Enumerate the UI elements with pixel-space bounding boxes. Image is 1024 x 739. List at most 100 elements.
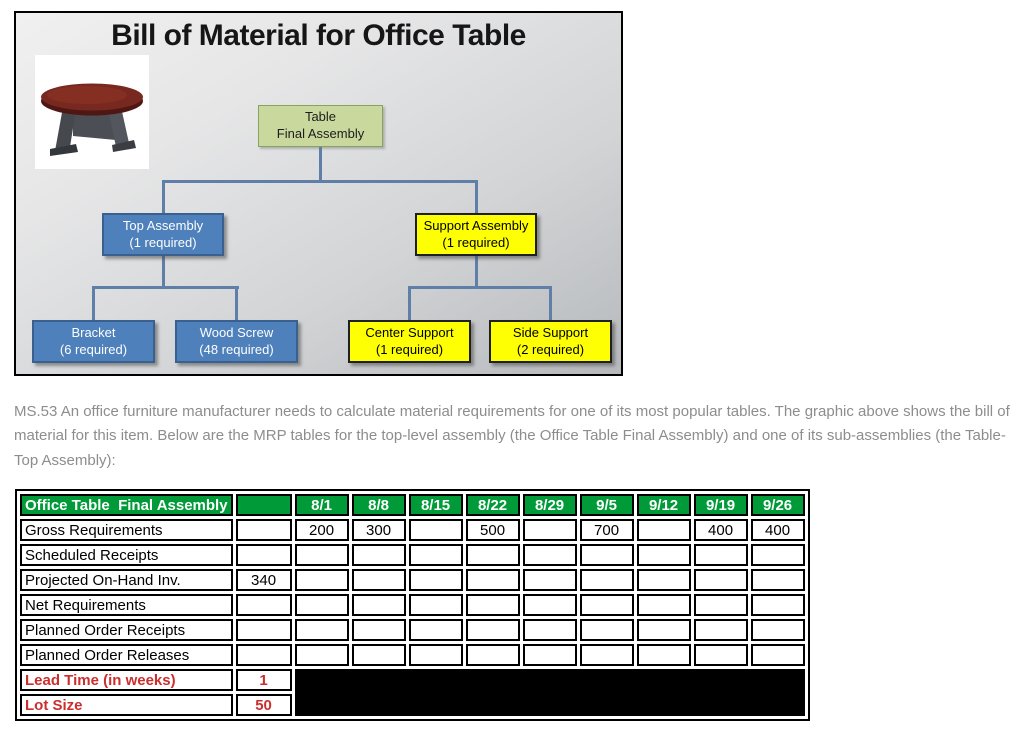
node-bracket: Bracket (6 required)	[32, 320, 155, 363]
node-label-line2: (48 required)	[199, 341, 274, 357]
period-cell-9/5	[579, 594, 634, 616]
period-cell-9/26	[750, 544, 805, 566]
connector-center-support-drop	[408, 286, 411, 320]
parameter-value: 1	[235, 669, 292, 691]
period-cell-8/1	[294, 644, 349, 666]
row-label: Planned Order Releases	[20, 644, 233, 666]
mrp-row: Net Requirements	[20, 594, 805, 616]
node-label-line1: Support Assembly	[423, 217, 529, 233]
office-table-image	[35, 55, 149, 169]
row-label: Projected On-Hand Inv.	[20, 569, 233, 591]
bom-diagram: Bill of Material for Office Table Table …	[14, 11, 623, 376]
node-support-assembly: Support Assembly (1 required)	[415, 213, 537, 256]
column-header-9/5: 9/5	[579, 494, 634, 516]
period-cell-9/19	[693, 569, 748, 591]
period-cell-9/19	[693, 544, 748, 566]
problem-statement: MS.53 An office furniture manufacturer n…	[14, 403, 1010, 469]
period-cell-8/8	[351, 644, 406, 666]
period-cell-9/5	[579, 644, 634, 666]
column-header-9/19: 9/19	[693, 494, 748, 516]
period-cell-9/12	[636, 544, 691, 566]
period-cell-8/1	[294, 544, 349, 566]
period-cell-8/15	[408, 594, 463, 616]
period-cell-9/12	[636, 644, 691, 666]
column-header-9/12: 9/12	[636, 494, 691, 516]
mrp-parameter-row: Lead Time (in weeks)1	[20, 669, 805, 716]
node-label-line1: Center Support	[365, 324, 454, 340]
node-label-line2: (2 required)	[516, 341, 585, 357]
diagram-title: Bill of Material for Office Table	[111, 19, 526, 52]
connector-bracket-drop	[92, 286, 95, 320]
node-label-line1: Top Assembly	[122, 217, 204, 233]
initial-cell	[235, 644, 292, 666]
period-cell-8/1: 200	[294, 519, 349, 541]
period-cell-8/15	[408, 644, 463, 666]
period-cell-8/8	[351, 594, 406, 616]
period-cell-9/12	[636, 594, 691, 616]
period-cell-8/15	[408, 569, 463, 591]
connector-wood-screw-drop	[235, 286, 238, 320]
connector-level2-right-horizontal	[408, 286, 552, 289]
row-label: Gross Requirements	[20, 519, 233, 541]
period-cell-9/26	[750, 594, 805, 616]
period-cell-8/22	[465, 594, 520, 616]
mrp-row: Projected On-Hand Inv.340	[20, 569, 805, 591]
column-header-8/8: 8/8	[351, 494, 406, 516]
period-cell-9/26	[750, 644, 805, 666]
row-label: Net Requirements	[20, 594, 233, 616]
connector-level1-horizontal	[162, 180, 478, 183]
period-cell-8/8	[351, 569, 406, 591]
period-cell-8/15	[408, 544, 463, 566]
column-header-8/22: 8/22	[465, 494, 520, 516]
node-wood-screw: Wood Screw (48 required)	[175, 320, 298, 363]
period-cell-9/12	[636, 519, 691, 541]
period-cell-8/15	[408, 619, 463, 641]
node-side-support: Side Support (2 required)	[489, 320, 612, 363]
period-cell-8/29	[522, 594, 577, 616]
period-cell-8/29	[522, 569, 577, 591]
node-label-line2: (6 required)	[59, 341, 128, 357]
period-cell-9/19	[693, 644, 748, 666]
period-cell-9/19	[693, 619, 748, 641]
period-cell-8/8	[351, 619, 406, 641]
period-cell-9/26	[750, 569, 805, 591]
period-cell-9/26	[750, 619, 805, 641]
parameter-label: Lead Time (in weeks)	[20, 669, 233, 691]
initial-cell: 340	[235, 569, 292, 591]
node-label-line2: (1 required)	[375, 341, 444, 357]
row-label: Planned Order Receipts	[20, 619, 233, 641]
period-cell-8/29	[522, 619, 577, 641]
period-cell-8/29	[522, 644, 577, 666]
initial-cell	[235, 619, 292, 641]
header-blank-cell	[235, 494, 292, 516]
period-cell-8/22	[465, 619, 520, 641]
initial-cell	[235, 519, 292, 541]
period-cell-8/29	[522, 544, 577, 566]
period-cell-8/1	[294, 619, 349, 641]
period-cell-9/12	[636, 569, 691, 591]
node-center-support: Center Support (1 required)	[348, 320, 471, 363]
period-cell-8/22: 500	[465, 519, 520, 541]
blackout-region	[294, 669, 805, 716]
connector-support-down	[475, 256, 478, 287]
mrp-row: Planned Order Releases	[20, 644, 805, 666]
period-cell-8/1	[294, 594, 349, 616]
node-label-line1: Wood Screw	[199, 324, 274, 340]
row-label: Scheduled Receipts	[20, 544, 233, 566]
mrp-row: Scheduled Receipts	[20, 544, 805, 566]
node-label-line1: Table	[304, 109, 337, 125]
office-table-photo	[35, 55, 149, 169]
period-cell-8/22	[465, 544, 520, 566]
period-cell-8/1	[294, 569, 349, 591]
period-cell-9/19: 400	[693, 519, 748, 541]
mrp-row: Planned Order Receipts	[20, 619, 805, 641]
node-table-final-assembly: Table Final Assembly	[258, 105, 383, 147]
period-cell-9/5	[579, 569, 634, 591]
connector-top-assembly-drop	[162, 180, 165, 213]
period-cell-8/15	[408, 519, 463, 541]
period-cell-8/22	[465, 569, 520, 591]
connector-support-assembly-drop	[475, 180, 478, 213]
initial-cell	[235, 594, 292, 616]
